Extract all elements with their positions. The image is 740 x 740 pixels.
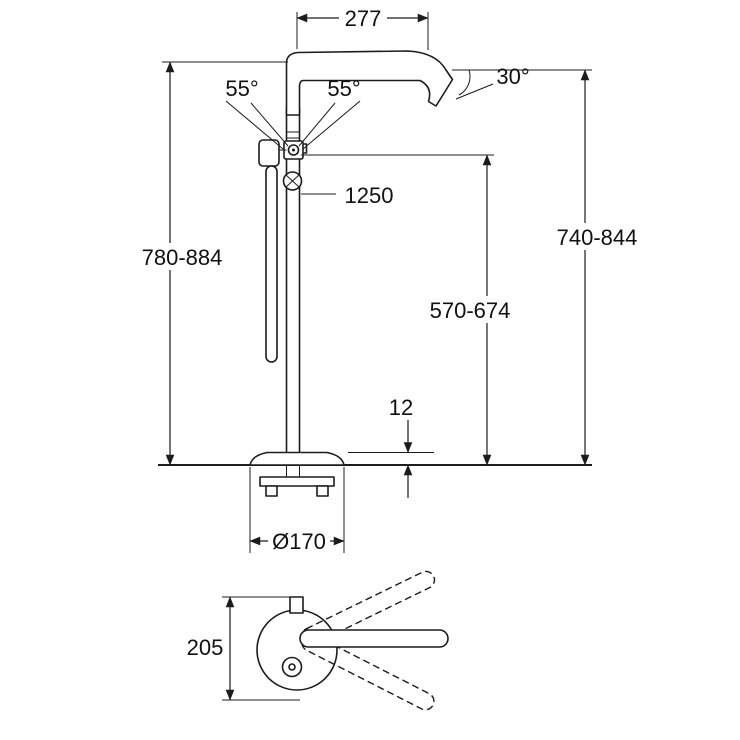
handle-center-dot: [292, 148, 295, 152]
faucet-top-view: [256, 570, 449, 711]
handle-top-view-center: [288, 663, 296, 671]
spout-angle-leader: [455, 83, 494, 100]
dim-base-diameter-label: Ø170: [272, 529, 326, 554]
dim-height-handle-label: 570-674: [430, 298, 511, 323]
handle-swing-left-leader: [250, 102, 289, 147]
mounting-hardware: [259, 465, 335, 497]
handle-swing-left-leader: [225, 100, 284, 150]
faucet-pillar: [285, 107, 301, 466]
dim-base-height-label: 12: [389, 395, 413, 420]
spout-top-view: [299, 629, 449, 648]
dim-top-view-depth-label: 205: [187, 635, 224, 660]
dim-spout-reach-label: 277: [345, 6, 382, 31]
faucet-front-view: [158, 50, 592, 497]
diverter-stub-top-view: [289, 596, 304, 614]
hand-shower-wand: [265, 165, 278, 363]
faucet-spout: [285, 50, 454, 116]
dim-handle-swing-right-label: 55°: [327, 76, 360, 101]
dimension-labels: 277 55° 55° 30° 1250 780-884 740-844 570…: [131, 6, 649, 660]
base-plate-top-view: [256, 609, 338, 691]
handle-swing-right-leader: [298, 102, 336, 147]
spout-angle-arc: [458, 69, 471, 96]
dim-spout-angle-label: 30°: [496, 64, 529, 89]
diverter-cross-line: [285, 174, 300, 188]
dim-hose-length-label: 1250: [345, 183, 394, 208]
dim-height-overall-label: 780-884: [142, 245, 223, 270]
hand-shower-head: [258, 139, 280, 167]
dim-handle-swing-left-label: 55°: [225, 76, 258, 101]
dim-height-outlet-label: 740-844: [557, 225, 638, 250]
base-plate: [249, 451, 345, 466]
extension-lines: [162, 12, 592, 701]
handle-swing-right-leader: [302, 100, 361, 150]
dimension-lines: [165, 13, 590, 701]
